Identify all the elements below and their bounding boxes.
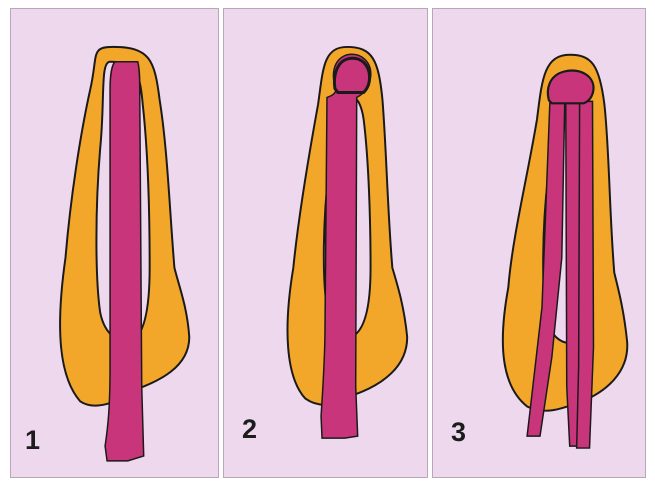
panel-label: 1 <box>25 427 40 454</box>
panel-3: 3 <box>432 8 646 478</box>
cap <box>548 71 594 104</box>
root-canal <box>105 62 144 461</box>
cap <box>334 58 369 92</box>
panel-2: 2 <box>223 8 428 478</box>
panel-1-illustration <box>11 9 218 477</box>
panel-3-illustration <box>433 9 645 477</box>
panel-label: 2 <box>242 416 257 443</box>
panel-label: 3 <box>451 419 466 446</box>
root-canal-strand-3 <box>577 101 594 448</box>
panel-2-illustration <box>224 9 427 477</box>
panel-1: 1 <box>10 8 219 478</box>
